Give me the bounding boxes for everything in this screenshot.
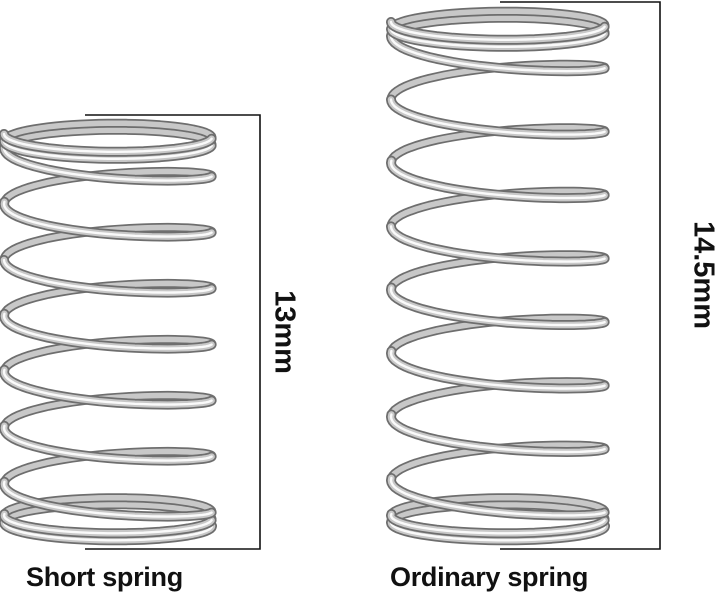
- coil-front-highlight: [2, 258, 213, 294]
- short-spring-height-bracket: [85, 114, 261, 550]
- coil-back: [1, 448, 215, 485]
- coil-front-highlight: [389, 519, 607, 542]
- short-spring: [0, 118, 217, 546]
- coil-back: [1, 120, 215, 143]
- coil-front-highlight: [389, 20, 606, 41]
- coil-back: [1, 392, 215, 429]
- coil-front-highlight: [2, 146, 213, 182]
- coil-front-highlight: [2, 200, 213, 238]
- coil-front-highlight: [389, 98, 606, 136]
- coil-back: [1, 280, 215, 317]
- ordinary-spring-height-bracket: [500, 1, 661, 550]
- ordinary-spring: [386, 6, 610, 546]
- ordinary-spring-caption: Ordinary spring: [390, 562, 589, 592]
- coil-front-highlight: [2, 424, 213, 462]
- coil-front-highlight: [2, 512, 213, 535]
- coil-back: [388, 8, 608, 32]
- coil-front-highlight: [2, 519, 214, 542]
- coil-front-highlight: [2, 132, 213, 153]
- coil-back: [388, 494, 608, 517]
- coil-back: [1, 494, 215, 517]
- coil-front-highlight: [389, 33, 606, 73]
- coil-front-highlight: [2, 480, 213, 518]
- ordinary-spring-height-label: 14.5mm: [687, 220, 720, 330]
- coil-front-highlight: [389, 286, 606, 327]
- short-spring-caption: Short spring: [26, 562, 183, 592]
- coil-front-highlight: [389, 225, 606, 263]
- coil-front-highlight: [2, 138, 213, 160]
- short-spring-height-label: 13mm: [268, 290, 301, 374]
- coil-front-highlight: [389, 476, 606, 517]
- coil-front-highlight: [389, 512, 606, 535]
- coil-back: [388, 15, 608, 38]
- coil-front-highlight: [2, 368, 213, 406]
- coil-front-highlight: [389, 27, 606, 48]
- coil-front-highlight: [389, 159, 606, 200]
- coil-back: [1, 168, 215, 205]
- coil-front-highlight: [2, 312, 213, 350]
- coil-back: [1, 336, 215, 373]
- coil-front-highlight: [389, 349, 606, 390]
- coil-front-highlight: [389, 413, 606, 454]
